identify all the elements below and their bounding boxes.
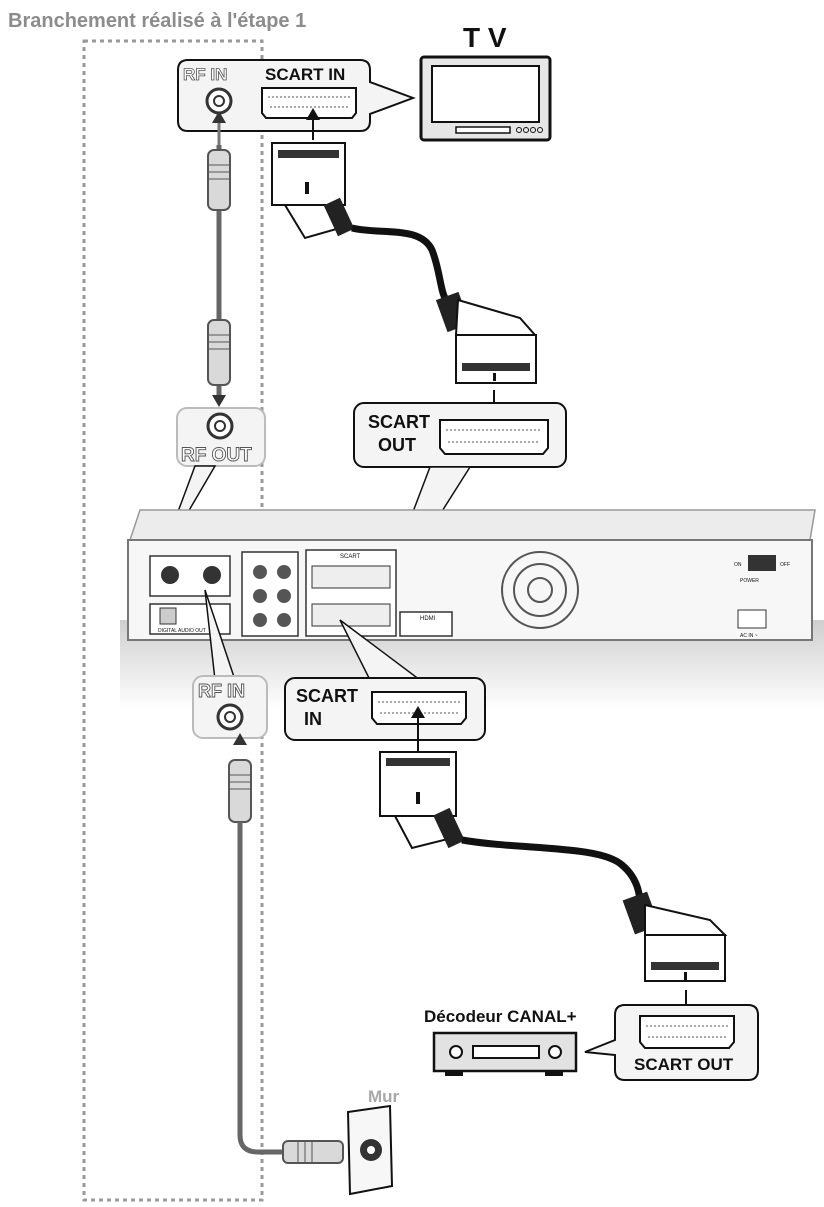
rf-in-top-label: RF IN [183, 65, 227, 84]
arrow-icon [411, 706, 425, 718]
panel-hdmi-label: HDMI [420, 616, 436, 622]
scart-in-label-line1: SCART [296, 686, 358, 706]
scart-in-label-line2: IN [304, 709, 322, 729]
rf-in-top-jack-icon [205, 87, 233, 115]
decoder-icon [432, 1031, 578, 1076]
rf-in-bottom-label: RF IN [198, 681, 245, 701]
scart-out-decoder-callout [584, 1004, 759, 1081]
scart-in-tv-socket-icon [261, 87, 357, 119]
panel-on-label: ON [734, 562, 742, 568]
rf-out-label: RF OUT [181, 445, 252, 466]
scart-out-label-line2: OUT [378, 435, 416, 455]
panel-off-label: OFF [780, 562, 790, 568]
arrow-icon [233, 733, 247, 745]
scart-in-recorder-callout [284, 619, 486, 741]
scart-out-label-line1: SCART [368, 412, 430, 432]
panel-ac-in-label: AC IN ~ [740, 633, 758, 639]
page-title: Branchement réalisé à l'étape 1 [8, 10, 306, 32]
arrow-icon [212, 111, 226, 123]
rf-coax-cable-upper [207, 145, 231, 395]
scart-out-decoder-label: SCART OUT [634, 1055, 734, 1074]
arrow-icon [306, 108, 320, 120]
tv-icon [419, 55, 552, 142]
scart-cable-upper [271, 142, 538, 384]
panel-digital-audio-label: DIGITAL AUDIO OUT [158, 628, 206, 634]
step1-boundary [82, 39, 264, 1202]
scart-cable-lower [379, 751, 728, 982]
decoder-label: Décodeur CANAL+ [424, 1007, 577, 1026]
panel-scart-label: SCART [340, 554, 361, 560]
wall-outlet-icon [346, 1104, 394, 1196]
wall-label: Mur [368, 1087, 400, 1106]
tv-label: T V [463, 22, 507, 53]
rf-in-bottom-jack-icon [216, 703, 244, 731]
panel-power-label: POWER [740, 578, 759, 584]
scart-in-tv-label: SCART IN [265, 65, 345, 84]
rf-out-jack-icon [206, 412, 234, 440]
arrow-icon [212, 395, 226, 407]
rf-coax-cable-lower [228, 759, 344, 1164]
